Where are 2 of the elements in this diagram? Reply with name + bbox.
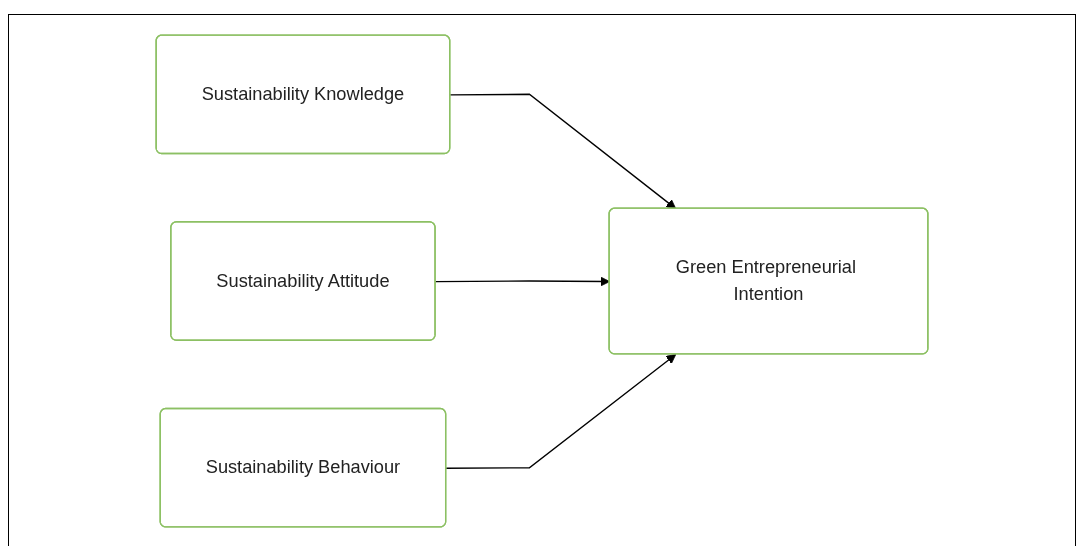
arrow xyxy=(445,353,677,469)
arrow xyxy=(449,93,677,209)
